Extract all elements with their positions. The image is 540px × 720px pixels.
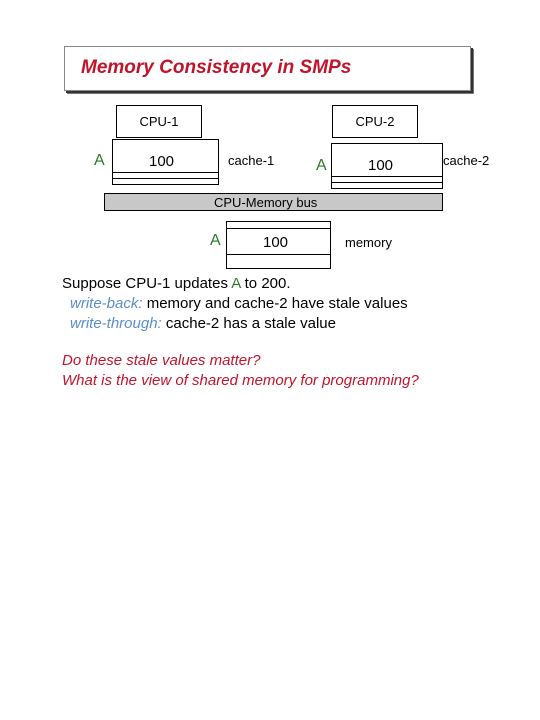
cpu-2-box: CPU-2 xyxy=(332,105,418,138)
question-1: Do these stale values matter? xyxy=(62,352,261,369)
write-back-label: write-back: xyxy=(70,295,143,312)
cpu-1-box: CPU-1 xyxy=(116,105,202,138)
write-through-label: write-through: xyxy=(70,315,162,332)
body-line-1-pre: Suppose CPU-1 updates xyxy=(62,275,232,292)
cache-1-label: cache-1 xyxy=(228,153,275,168)
cache-1-value: 100 xyxy=(149,153,175,170)
body-line-1-post: to 200. xyxy=(240,275,291,292)
memory-divider xyxy=(227,228,330,229)
cache-2-var: A xyxy=(316,157,327,174)
cache-2-divider xyxy=(332,182,442,183)
write-back-text: memory and cache-2 have stale values xyxy=(142,295,408,312)
write-through-text: cache-2 has a stale value xyxy=(161,315,336,332)
title-box: Memory Consistency in SMPs xyxy=(64,46,471,91)
memory-block: 100 xyxy=(226,221,331,269)
body-line-1: Suppose CPU-1 updates A to 200. xyxy=(62,275,291,292)
memory-divider xyxy=(227,254,330,255)
cache-2-label: cache-2 xyxy=(443,153,490,168)
memory-label: memory xyxy=(345,235,392,250)
memory-value: 100 xyxy=(263,234,289,251)
cpu-memory-bus xyxy=(104,193,443,211)
cache-2-block: 100 xyxy=(331,143,443,189)
bus-label: CPU-Memory bus xyxy=(214,195,318,210)
write-through-line: write-through: cache-2 has a stale value xyxy=(70,315,336,332)
write-back-line: write-back: memory and cache-2 have stal… xyxy=(70,295,408,312)
cache-1-divider xyxy=(113,178,218,179)
cache-2-value: 100 xyxy=(368,157,394,174)
memory-var: A xyxy=(210,232,221,249)
cache-1-var: A xyxy=(94,152,105,169)
slide-title: Memory Consistency in SMPs xyxy=(81,57,352,78)
cache-2-divider xyxy=(332,176,442,177)
body-line-1-var: A xyxy=(231,275,241,292)
cache-1-block: 100 xyxy=(112,139,219,185)
cache-1-divider xyxy=(113,172,218,173)
question-2: What is the view of shared memory for pr… xyxy=(62,372,419,389)
